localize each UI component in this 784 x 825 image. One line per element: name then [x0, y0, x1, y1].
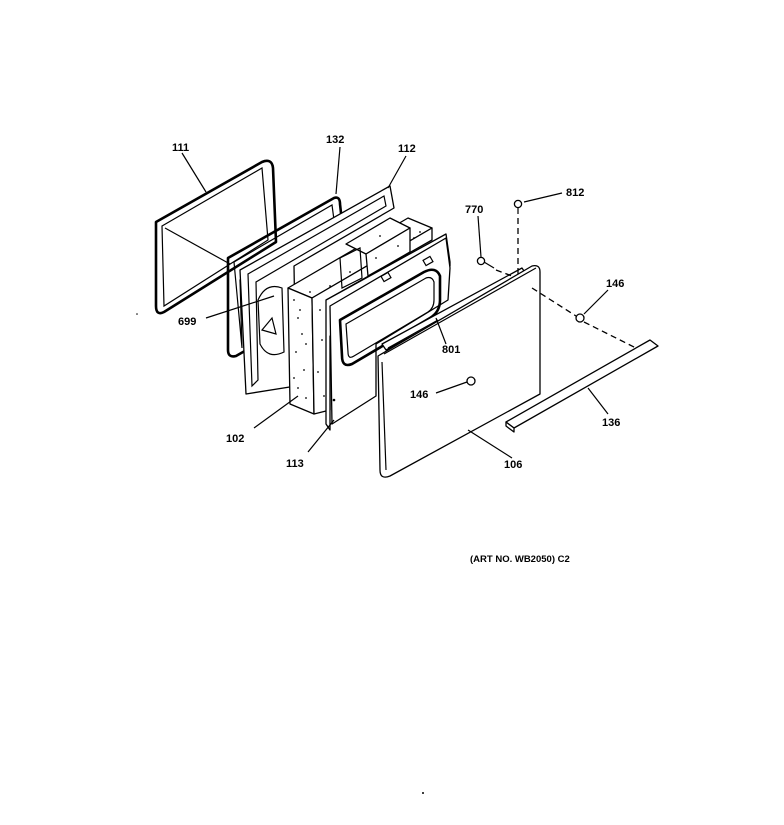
- leader-lines: [181, 146, 609, 459]
- assembly-guide-lines: [495, 218, 637, 349]
- callout-102: 102: [226, 433, 244, 445]
- callout-146-left: 146: [410, 389, 428, 401]
- callout-699: 699: [178, 316, 196, 328]
- screw-812: [513, 199, 523, 214]
- art-number: (ART NO. WB2050) C2: [470, 554, 570, 565]
- part-102-door-insulation: [287, 217, 433, 415]
- part-113-inner-door-panel: [325, 233, 451, 431]
- screw-146-right: [575, 313, 585, 323]
- callout-770: 770: [465, 204, 483, 216]
- callout-113: 113: [286, 458, 304, 470]
- callout-132: 132: [326, 134, 344, 146]
- callout-136: 136: [602, 417, 620, 429]
- part-111-door-gasket: [154, 159, 278, 315]
- callout-801: 801: [442, 344, 460, 356]
- part-106-outer-door-panel: [377, 264, 541, 478]
- callout-146-right: 146: [606, 278, 624, 290]
- part-136-handle-trim: [505, 339, 659, 433]
- stray-dot: [136, 313, 138, 315]
- callout-labels: 111 132 112 770 812 146 699 801 146 102 …: [172, 134, 624, 471]
- part-112-door-liner: [239, 185, 395, 395]
- callout-812: 812: [566, 187, 584, 199]
- callout-106: 106: [504, 459, 522, 471]
- screw-770: [476, 256, 495, 269]
- screw-146-left: [466, 376, 476, 386]
- callout-111: 111: [172, 142, 189, 154]
- callout-112: 112: [398, 143, 416, 155]
- insulation-stipple: [293, 231, 421, 399]
- stray-dot-bottom: [422, 792, 424, 794]
